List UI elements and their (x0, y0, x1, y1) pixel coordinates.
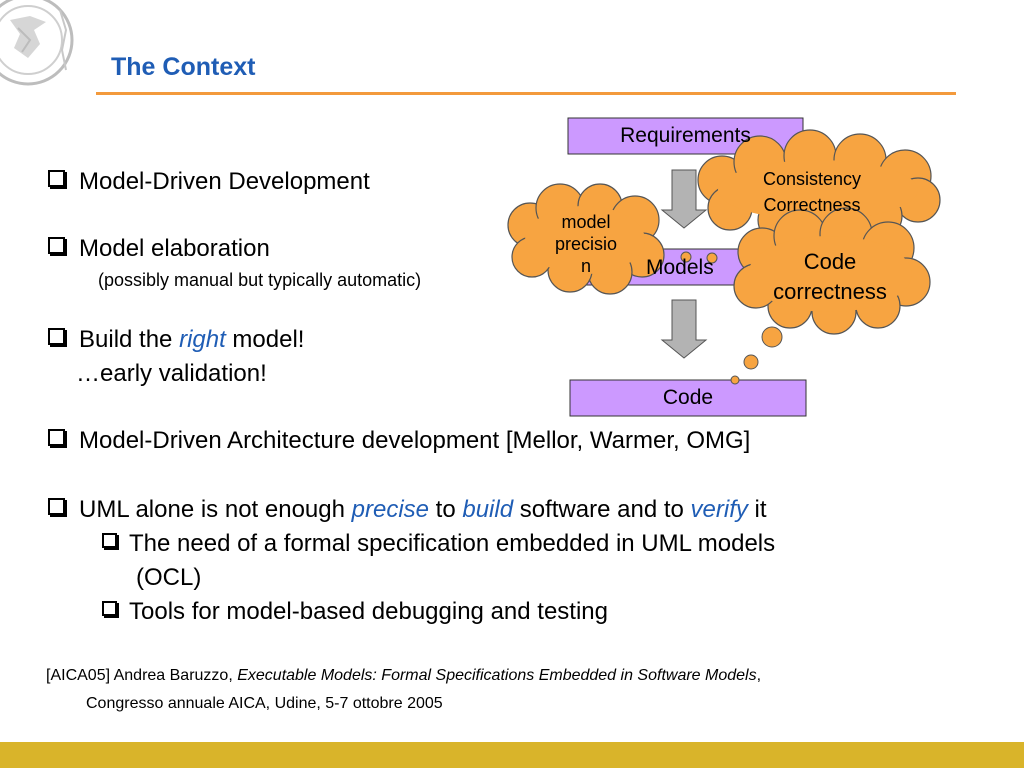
code-box (569, 379, 807, 417)
footer-bar (0, 742, 1024, 768)
checkbox-bullet-icon (102, 533, 117, 548)
university-seal-logo (0, 0, 74, 86)
models-box-label: Models (646, 256, 714, 279)
title-divider (96, 92, 956, 95)
bullet-uml-not-enough: UML alone is not enough precise to build… (48, 496, 767, 524)
bullet-text: Model elaboration (79, 235, 270, 262)
reference-citation: [AICA05] Andrea Baruzzo, Executable Mode… (46, 662, 986, 718)
sub-bullet-formal-specification-cont: (OCL) (136, 564, 202, 591)
emphasis-text: right (179, 326, 226, 353)
checkbox-bullet-icon (102, 601, 117, 616)
cloud-text-line: Consistency (762, 169, 862, 189)
bullet-model-elaboration: Model elaboration (48, 235, 270, 263)
bullet-text: it (747, 496, 767, 523)
emphasis-text: build (462, 496, 514, 523)
reference-text: [AICA05] Andrea Baruzzo, (46, 667, 238, 684)
bullet-text: Model-Driven Development (79, 168, 370, 195)
cloud-text-line: n (580, 256, 591, 276)
cloud-text-line: model (561, 212, 611, 232)
reference-venue: Congresso annuale AICA, Udine, 5-7 ottob… (86, 695, 443, 712)
cloud-consistency-text: Consistency Correctness (730, 166, 894, 218)
bullet-early-validation: …early validation! (76, 360, 267, 387)
bullet-text: Build the (79, 326, 180, 353)
sub-bullet-formal-specification: The need of a formal specification embed… (102, 530, 775, 558)
checkbox-bullet-icon (48, 328, 65, 345)
cloud-model-precision (507, 183, 718, 295)
bullet-text: Model-Driven Architecture development [M… (79, 427, 751, 454)
cloud-code-correctness (730, 207, 931, 385)
reference-italic-title: Executable Models: Formal Specifications… (237, 667, 757, 684)
bullet-text: software and to (513, 496, 691, 523)
checkbox-bullet-icon (48, 429, 65, 446)
cloud-text-line: Correctness (763, 195, 861, 215)
cloud-text-line: Code (803, 249, 857, 274)
down-arrow-icon (660, 169, 708, 229)
bullet-model-elaboration-note: (possibly manual but typically automatic… (98, 270, 422, 290)
page-title: The Context (111, 53, 256, 81)
cloud-text-line: precisio (554, 234, 618, 254)
down-arrow-icon (660, 299, 708, 359)
bullet-text: model! (225, 326, 305, 353)
checkbox-bullet-icon (48, 170, 65, 187)
bullet-build-right-model: Build the right model! (48, 326, 304, 354)
code-box-label: Code (662, 386, 714, 409)
cloud-text-line: correctness (773, 279, 887, 304)
bullet-text: to (429, 496, 463, 523)
checkbox-bullet-icon (48, 237, 65, 254)
cloud-consistency-correctness (697, 129, 941, 245)
checkbox-bullet-icon (48, 498, 65, 515)
cloud-code-correctness-text: Code correctness (754, 247, 906, 307)
bullet-text: The need of a formal specification embed… (129, 530, 776, 557)
bullet-model-driven-development: Model-Driven Development (48, 168, 370, 196)
sub-bullet-tools-debugging: Tools for model-based debugging and test… (102, 598, 608, 626)
reference-text: , (756, 667, 762, 684)
bullet-mda-development: Model-Driven Architecture development [M… (48, 427, 750, 455)
emphasis-text: verify (690, 496, 748, 523)
bullet-text: Tools for model-based debugging and test… (129, 598, 608, 625)
cloud-model-precision-text: model precisio n (528, 211, 644, 277)
emphasis-text: precise (351, 496, 429, 523)
requirements-box-label: Requirements (620, 124, 751, 147)
bullet-text: UML alone is not enough (79, 496, 352, 523)
